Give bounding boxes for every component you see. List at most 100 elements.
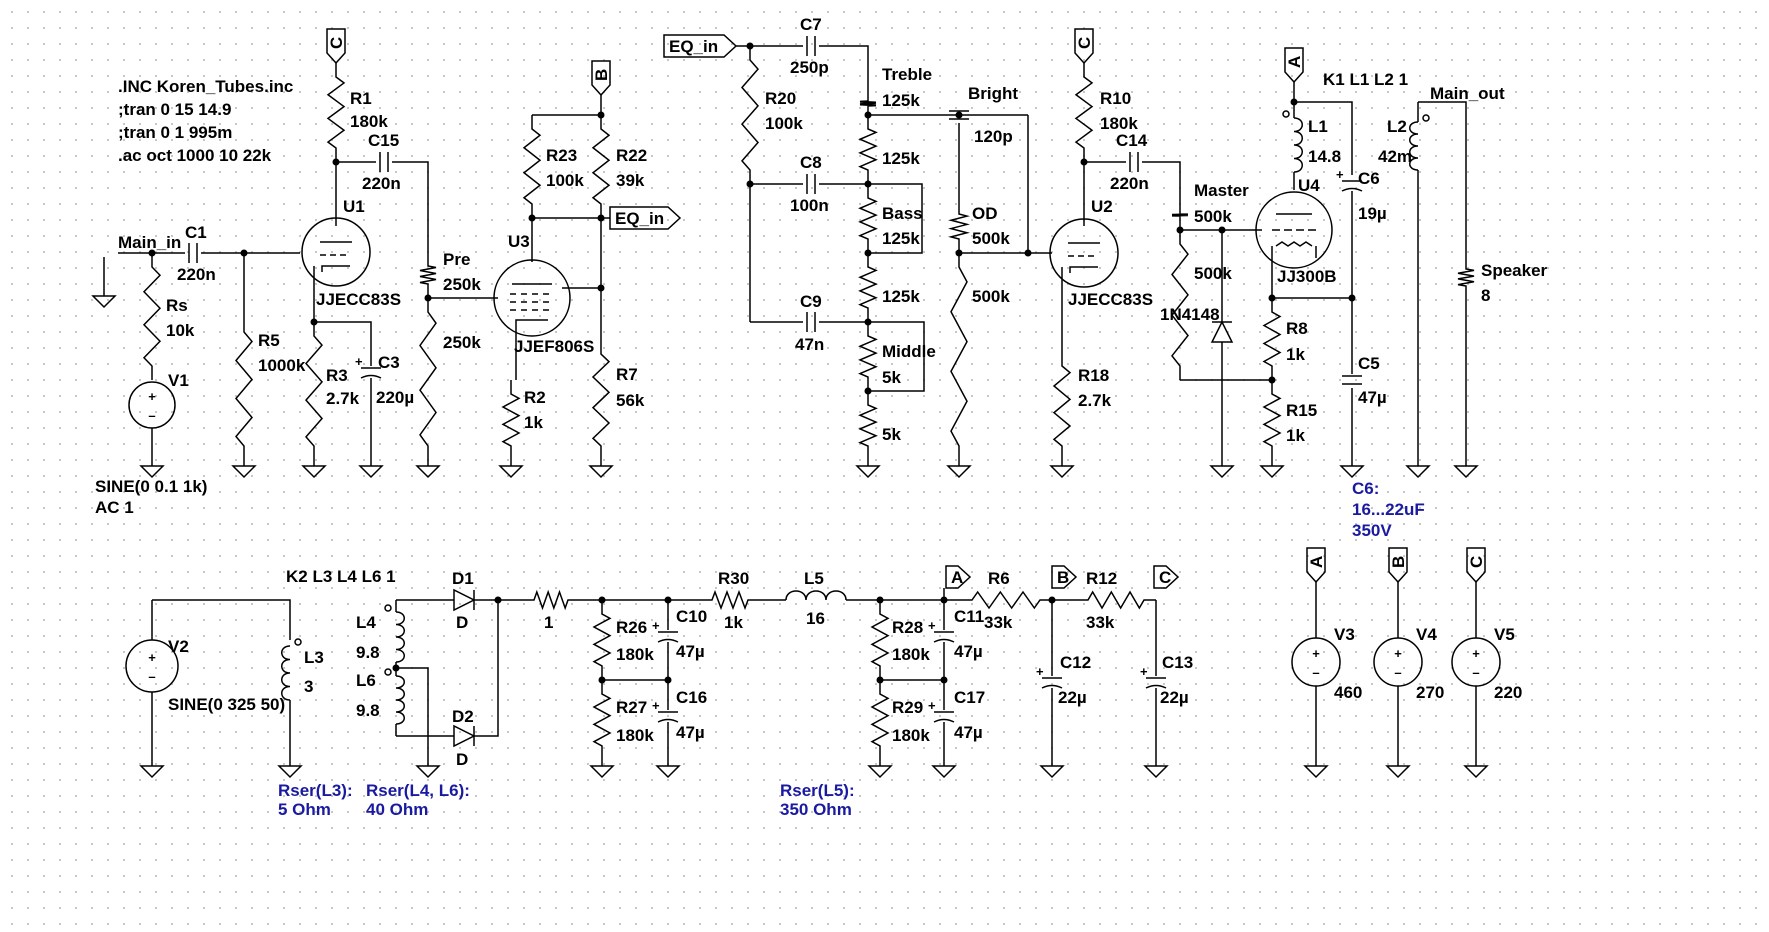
net-flag-b-v4[interactable]: B [1388,547,1408,584]
net-flag-c-u1[interactable]: C [326,28,346,65]
component-ref: V1 [168,371,189,390]
net-flag-c-u2[interactable]: C [1074,28,1094,65]
directive-line: ;tran 0 15 14.9 [118,100,231,119]
net-flag-a-v3[interactable]: A [1306,547,1326,584]
net-flag-eq-in[interactable]: EQ_in [663,34,738,58]
diode-D1[interactable]: D1D [396,569,522,632]
component-ref: R27 [616,698,647,717]
component-ref: C11 [954,607,984,626]
component-ref: R28 [892,618,923,637]
net-flag-b-psu[interactable]: B [1051,565,1078,589]
component-value: 8 [1481,286,1490,305]
net-flag-a-psu[interactable]: A [945,565,972,589]
net-flag-c-v5[interactable]: C [1466,547,1486,584]
component-value: 180k [892,645,930,664]
directive-line: .INC Koren_Tubes.inc [118,77,293,96]
diode-D2[interactable]: D2D [396,600,499,769]
directive-line: .ac oct 1000 10 22k [118,146,272,165]
net-label: B [592,69,611,81]
component-ref: Speaker [1481,261,1548,280]
inductor-L4[interactable]: L49.8 [356,600,405,663]
component-ref: C7 [800,15,822,34]
component-value: 47µ [954,723,983,742]
inductor-L3[interactable]: L33 [277,638,324,779]
net-flag-c-psu[interactable]: C [1153,565,1180,589]
resistor-R3[interactable]: R32.7k [301,322,360,479]
component-ref: R1 [350,89,372,108]
net-flag-a-u4[interactable]: A [1284,47,1304,84]
net-label: A [951,568,963,587]
component-value: 56k [616,391,645,410]
diode-1N4148[interactable]: 1N4148 [1160,230,1235,479]
net-flag-b-u3[interactable]: B [591,60,611,97]
component-value: 270 [1416,683,1444,702]
resistor-R-series[interactable]: 1 [522,589,580,632]
resistor-R28[interactable]: R28 180k [870,600,930,680]
inductor-L6[interactable]: L69.8 [356,668,405,736]
component-value: SINE(0 325 50) [168,695,285,714]
plus-icon: + [148,389,156,404]
directive-line: ;tran 0 1 995m [118,123,232,142]
net-label: C [327,37,346,49]
component-value: JJEF806S [514,337,594,356]
net-flag-eq-in-out[interactable]: EQ_in [609,206,682,230]
component-value: 39k [616,171,645,190]
note-line: 5 Ohm [278,800,331,819]
resistor-Speaker[interactable]: Speaker 8 [1453,255,1548,479]
component-value: 100k [765,114,803,133]
note-line: Rser(L4, L6): [366,781,470,800]
